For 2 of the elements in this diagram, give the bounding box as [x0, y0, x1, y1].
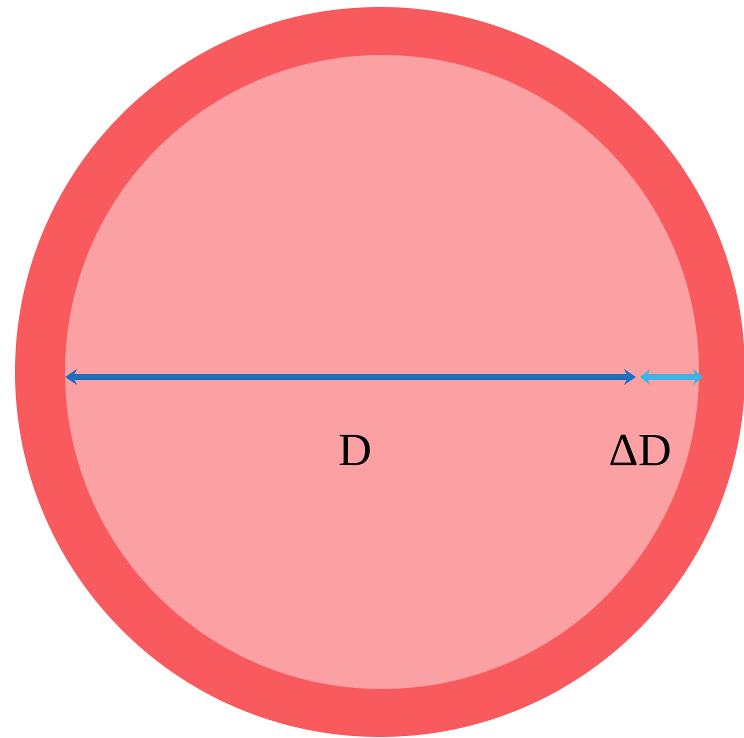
- dimension-label: ΔD: [610, 434, 670, 466]
- dimension-label: D: [340, 434, 370, 466]
